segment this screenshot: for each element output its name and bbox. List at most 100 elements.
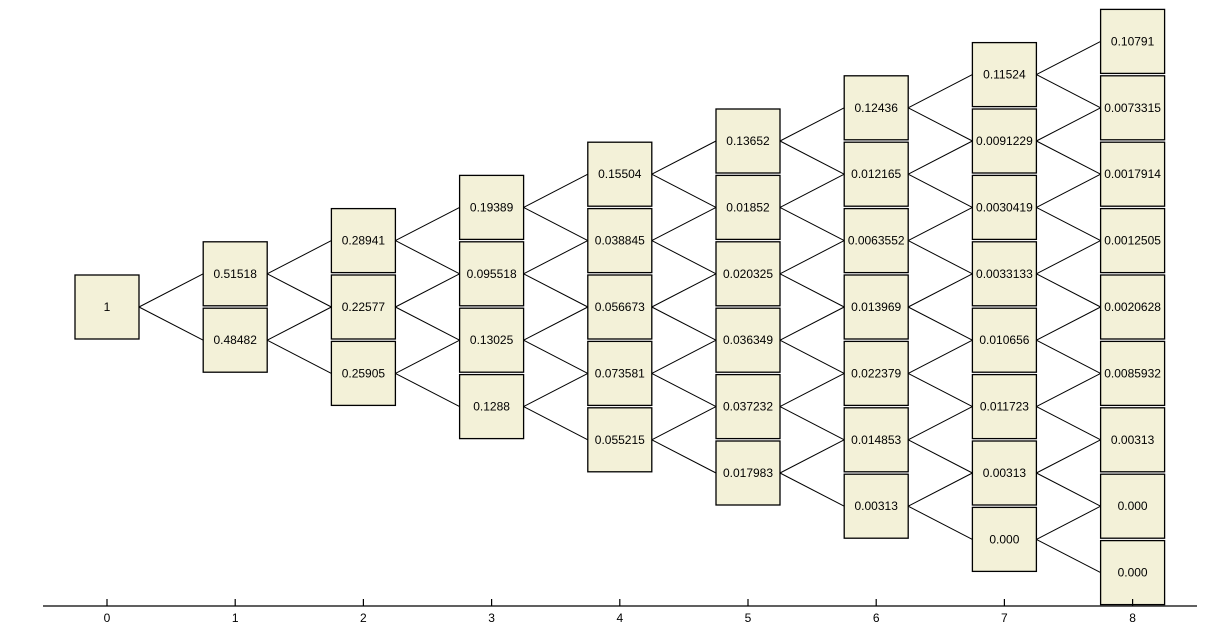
tree-edge <box>779 372 845 408</box>
tree-edge <box>907 107 973 142</box>
tree-node: 0.0012505 <box>1099 207 1166 274</box>
node-value: 0.15504 <box>598 167 642 181</box>
tree-edge <box>779 140 845 175</box>
node-value: 0.12436 <box>855 101 899 115</box>
node-value: 0.012165 <box>851 167 901 181</box>
node-box <box>458 307 525 373</box>
tree-node: 0.055215 <box>587 407 653 473</box>
tree-edge <box>266 273 332 308</box>
tree-node: 0.1288 <box>458 373 525 440</box>
node-value: 0.0091229 <box>976 134 1033 148</box>
tree-edge <box>1036 273 1101 308</box>
tree-edge <box>1036 206 1101 242</box>
node-box <box>74 274 140 340</box>
tree-edge <box>1036 140 1101 175</box>
tree-node: 0.00313 <box>1099 407 1166 473</box>
node-value: 0.51518 <box>214 267 258 281</box>
tree-node: 0.0017914 <box>1099 141 1166 207</box>
tree-edge <box>266 240 332 275</box>
node-box <box>202 307 268 373</box>
tree-edge <box>907 74 973 109</box>
node-box <box>587 274 653 340</box>
tree-edge <box>907 273 973 308</box>
node-value: 0.055215 <box>595 433 645 447</box>
tree-node: 0.037232 <box>715 373 781 440</box>
tree-node: 0.000 <box>1099 473 1166 539</box>
node-box <box>330 207 397 274</box>
node-value: 0.00313 <box>855 499 899 513</box>
tree-edge <box>138 306 204 341</box>
tree-node: 0.01852 <box>715 174 781 241</box>
node-box <box>715 373 781 440</box>
edges-layer <box>138 40 1101 574</box>
tree-edge <box>1036 372 1101 408</box>
axis-tick-label: 1 <box>232 611 239 625</box>
tree-edge <box>907 339 973 374</box>
tree-edge <box>523 306 589 341</box>
node-value: 0.0063552 <box>848 234 905 248</box>
tree-node: 0.038845 <box>587 207 653 274</box>
tree-node: 0.022379 <box>843 340 909 407</box>
node-box <box>843 340 909 407</box>
tree-edge <box>779 472 845 507</box>
tree-edge <box>395 273 460 308</box>
tree-edge <box>651 372 717 408</box>
node-value: 0.022379 <box>851 366 901 380</box>
node-value: 0.037232 <box>723 400 773 414</box>
tree-node: 0.12436 <box>843 75 909 141</box>
tree-node: 0.0073315 <box>1099 75 1166 141</box>
tree-node: 0.15504 <box>587 141 653 207</box>
tree-edge <box>1036 173 1101 208</box>
tree-edge <box>651 406 717 441</box>
tree-edge <box>907 439 973 474</box>
node-box <box>1099 141 1166 207</box>
tree-node: 0.036349 <box>715 307 781 373</box>
axis-tick-label: 7 <box>1001 611 1008 625</box>
tree-node: 1 <box>74 274 140 340</box>
node-box <box>971 174 1038 241</box>
node-box <box>971 506 1038 573</box>
node-box <box>843 407 909 473</box>
tree-edge <box>395 372 460 408</box>
node-box <box>971 108 1038 174</box>
node-value: 0.0073315 <box>1104 101 1161 115</box>
tree-node: 0.00313 <box>971 440 1038 506</box>
node-value: 0.011723 <box>980 400 1029 414</box>
tree-edge <box>907 306 973 341</box>
node-box <box>1099 473 1166 539</box>
tree-node: 0.0091229 <box>971 108 1038 174</box>
tree-edge <box>1036 538 1101 574</box>
tree-node: 0.000 <box>971 506 1038 573</box>
node-value: 0.000 <box>989 532 1019 546</box>
tree-edge <box>1036 505 1101 540</box>
tree-node: 0.017983 <box>715 440 781 506</box>
node-value: 0.013969 <box>851 300 901 314</box>
tree-node: 0.0033133 <box>971 241 1038 307</box>
tree-edge <box>651 173 717 208</box>
node-box <box>587 340 653 407</box>
tree-node: 0.0085932 <box>1099 340 1166 407</box>
tree-edge <box>523 406 589 441</box>
tree-edge <box>395 339 460 374</box>
node-value: 1 <box>104 300 111 314</box>
tree-edge <box>523 240 589 275</box>
node-box <box>330 274 397 340</box>
tree-edge <box>523 339 589 374</box>
node-value: 0.19389 <box>470 200 514 214</box>
tree-edge <box>779 339 845 374</box>
tree-node: 0.28941 <box>330 207 397 274</box>
axis-tick-label: 5 <box>745 611 752 625</box>
node-box <box>715 307 781 373</box>
tree-node: 0.095518 <box>458 241 525 307</box>
node-value: 0.28941 <box>342 234 386 248</box>
tree-edge <box>1036 339 1101 374</box>
tree-edge <box>907 140 973 175</box>
node-box <box>202 241 268 307</box>
tree-node: 0.020325 <box>715 241 781 307</box>
node-box <box>587 207 653 274</box>
tree-node: 0.014853 <box>843 407 909 473</box>
tree-edge <box>1036 472 1101 507</box>
tree-edge <box>779 273 845 308</box>
node-box <box>330 340 397 407</box>
